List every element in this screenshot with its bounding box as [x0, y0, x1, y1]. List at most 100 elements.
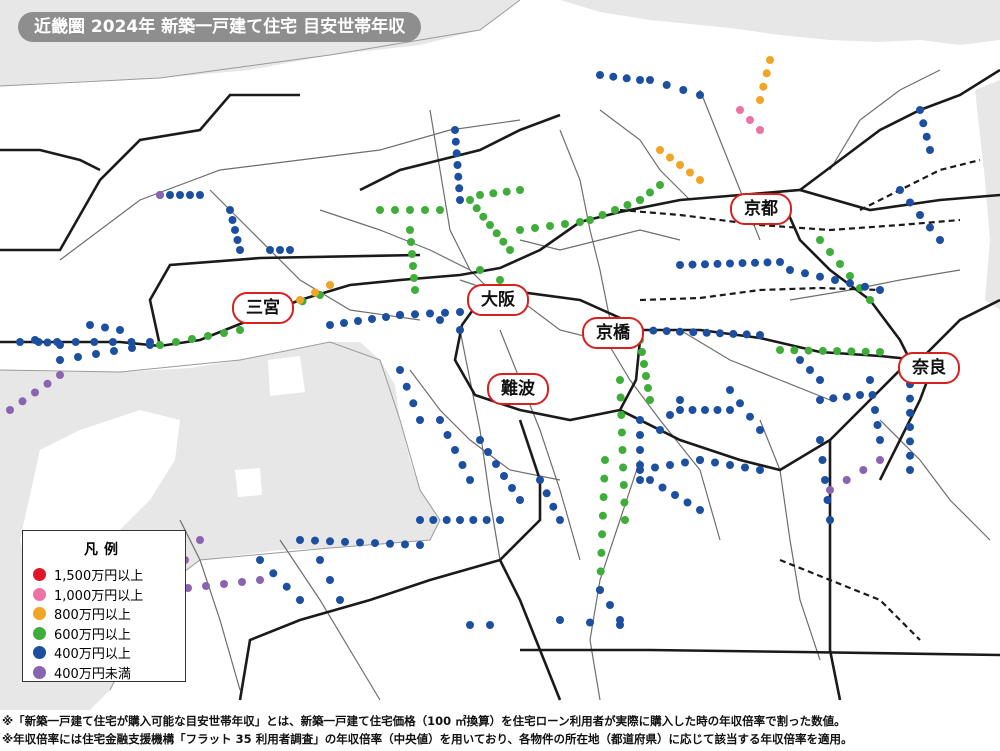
station-dot — [702, 328, 711, 337]
station-dot — [713, 406, 722, 414]
jr-lines — [0, 68, 1000, 701]
station-dot — [842, 476, 851, 484]
station-dot — [516, 186, 524, 194]
station-dot — [443, 431, 452, 439]
station-dot — [456, 308, 464, 316]
legend-item: 400万円以上 — [23, 643, 185, 663]
station-dot — [549, 502, 558, 511]
station-dot — [876, 286, 884, 294]
station-dot — [596, 71, 604, 79]
legend-swatch-blue — [33, 646, 46, 660]
station-dot — [816, 272, 824, 281]
east-edge — [919, 298, 1000, 361]
north-coast — [0, 0, 521, 87]
station-dot — [421, 206, 429, 214]
station-dot — [476, 436, 484, 444]
station-dot — [756, 466, 764, 474]
station-dot — [806, 366, 814, 374]
station-dot — [406, 226, 414, 234]
station-dot — [598, 511, 607, 520]
station-dot — [108, 338, 117, 346]
station-dot — [681, 458, 689, 467]
station-dot — [436, 316, 444, 324]
station-dot — [56, 341, 64, 349]
station-dot — [516, 496, 524, 504]
station-dot — [656, 426, 664, 434]
station-dot — [662, 327, 671, 336]
station-dot — [429, 516, 438, 524]
station-dot — [500, 472, 508, 480]
station-dot — [236, 326, 244, 334]
station-dot — [556, 516, 564, 524]
footnote-1: ※「新築一戸建て住宅が購入可能な目安世帯年収」とは、新築一戸建て住宅価格（100… — [2, 714, 846, 728]
station-dot — [686, 168, 694, 177]
station-dot — [676, 406, 684, 414]
station-dot — [646, 188, 654, 197]
station-dot — [451, 137, 460, 146]
station-dot — [616, 393, 625, 402]
station-dot — [759, 82, 768, 91]
legend-item: 1,000万円以上 — [23, 585, 185, 605]
station-dot — [596, 567, 605, 576]
station-dot — [816, 396, 824, 404]
station-dot — [116, 326, 124, 334]
station-dot — [776, 346, 784, 354]
station-dot — [658, 483, 667, 492]
station-dot — [492, 229, 501, 238]
station-dot — [936, 236, 944, 244]
station-dot — [671, 491, 679, 499]
station-dot — [238, 578, 246, 586]
station-dot — [586, 216, 594, 224]
station-dot — [90, 338, 99, 346]
station-dot — [676, 261, 684, 269]
minor-line — [599, 109, 691, 201]
minor-line — [829, 69, 941, 171]
station-dot — [916, 211, 924, 219]
station-dot — [296, 536, 304, 544]
station-dot — [816, 436, 824, 444]
legend-swatch-pink — [33, 587, 46, 601]
station-dot — [919, 119, 928, 128]
station-dot — [416, 416, 424, 424]
station-dot — [269, 569, 278, 578]
jr-west-branch — [0, 93, 300, 252]
station-dot — [576, 218, 584, 226]
station-dot — [368, 315, 376, 323]
station-dot — [609, 72, 618, 81]
station-dot — [776, 258, 784, 266]
station-dot — [823, 496, 832, 504]
station-dot — [766, 56, 774, 64]
station-dot — [110, 347, 118, 355]
station-dot — [726, 406, 734, 414]
station-dot — [202, 582, 210, 590]
jr-main-line-north — [0, 188, 1000, 348]
station-dot — [356, 538, 364, 547]
station-dot — [410, 274, 418, 282]
station-dot — [751, 258, 759, 267]
station-dot — [489, 189, 498, 198]
station-dot — [831, 276, 839, 284]
station-dot — [506, 246, 514, 254]
station-dot — [127, 338, 136, 346]
station-dot — [416, 516, 424, 524]
private-lines — [619, 158, 981, 641]
station-dot — [621, 516, 629, 524]
station-dot — [736, 106, 744, 114]
station-dot — [688, 406, 697, 414]
station-dot — [31, 388, 39, 397]
station-dot — [804, 346, 813, 355]
station-dot — [762, 69, 771, 78]
station-dot — [649, 326, 658, 335]
station-dot — [636, 431, 644, 439]
legend-swatch-green — [33, 626, 46, 640]
jr-kyoto-kosei — [799, 68, 1000, 192]
station-dot — [326, 537, 334, 546]
station-dot — [636, 476, 644, 484]
station-dot — [696, 176, 704, 184]
station-dot — [546, 222, 554, 230]
minor-line — [59, 119, 521, 261]
station-dot — [646, 476, 654, 484]
map-title: 近畿圏 2024年 新築一戸建て住宅 目安世帯年収 — [18, 12, 422, 42]
station-dot — [266, 246, 274, 254]
legend-label: 800万円以上 — [54, 608, 131, 624]
